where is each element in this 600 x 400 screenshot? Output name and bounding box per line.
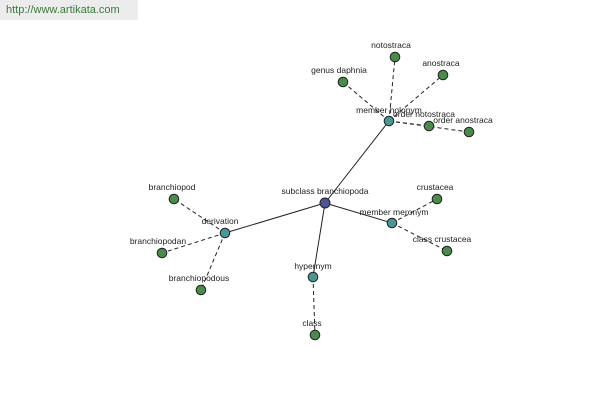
node-holonym[interactable] [383,115,395,127]
node-notostraca[interactable] [389,51,401,63]
graph-nodes [156,51,475,341]
label-anostraca[interactable]: anostraca [422,58,460,68]
node-meronym[interactable] [386,217,398,229]
node-branchiopodan[interactable] [156,247,168,259]
node-order-notostraca[interactable] [423,120,435,132]
node-crustacea[interactable] [431,193,443,205]
node-order-anostraca[interactable] [463,126,475,138]
edge-derivation-branchiopod [173,198,226,234]
edge-holonym-genus-daphnia [342,81,390,122]
node-genus-daphnia[interactable] [337,76,349,88]
label-order-anostraca[interactable]: order anostraca [433,115,493,125]
edge-center-meronym [324,202,393,224]
node-branchiopodous[interactable] [195,284,207,296]
label-order-notostraca[interactable]: order notostraca [393,109,455,119]
edge-center-holonym [324,120,390,204]
node-center[interactable] [319,197,331,209]
edge-center-hypernym [312,202,326,278]
edge-holonym-anostraca [388,74,444,122]
graph-labels: subclass branchiopoda member holonym deriv… [130,40,493,328]
node-branchiopod[interactable] [168,193,180,205]
label-hypernym[interactable]: hypernym [294,261,331,271]
label-branchiopod[interactable]: branchiopod [149,182,196,192]
label-class[interactable]: class [302,318,321,328]
edge-center-derivation [224,202,326,234]
label-holonym[interactable]: member holonym [356,105,422,115]
url-banner: http://www.artikata.com [0,0,138,20]
url-text: http://www.artikata.com [6,4,120,16]
node-class[interactable] [309,329,321,341]
edge-derivation-branchiopodous [200,232,226,291]
label-notostraca[interactable]: notostraca [371,40,411,50]
edge-holonym-order-notostraca [388,120,430,127]
label-branchiopodan[interactable]: branchiopodan [130,236,187,246]
label-class-crustacea[interactable]: class crustacea [413,234,472,244]
label-branchiopodous[interactable]: branchiopodous [169,273,230,283]
edge-hypernym-class [312,276,316,336]
edge-meronym-crustacea [391,198,438,224]
node-hypernym[interactable] [307,271,319,283]
label-crustacea[interactable]: crustacea [417,182,454,192]
node-derivation[interactable] [219,227,231,239]
graph-edges [161,56,470,336]
edge-holonym-notostraca [388,56,396,122]
label-genus-daphnia[interactable]: genus daphnia [311,65,367,75]
label-derivation[interactable]: derivation [202,216,239,226]
label-meronym[interactable]: member meronym [360,207,429,217]
node-class-crustacea[interactable] [441,245,453,257]
label-center[interactable]: subclass branchiopoda [282,186,369,196]
edge-meronym-class-crustacea [391,222,448,252]
node-anostraca[interactable] [437,69,449,81]
